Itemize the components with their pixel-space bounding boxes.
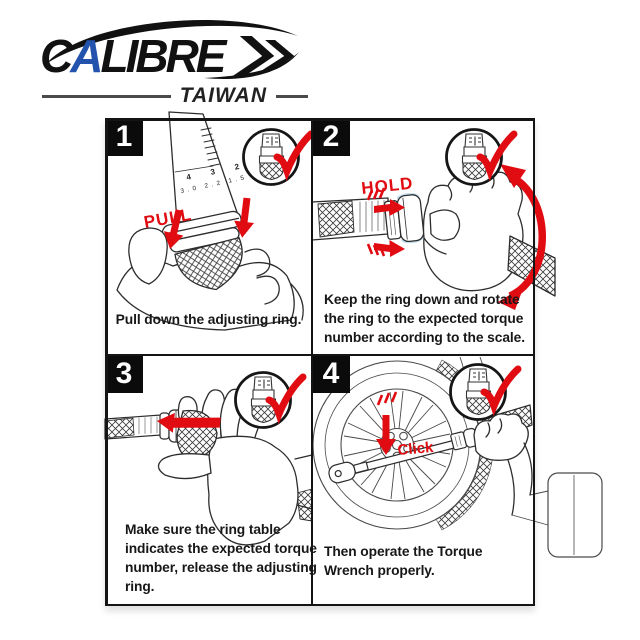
step-2-caption: Keep the ring down and rotate the ring t…: [324, 291, 525, 345]
step-3-caption: Make sure the ring table indicates the e…: [125, 521, 317, 594]
brand-subtitle-row: TAIWAN: [34, 84, 308, 108]
step-2-number: 2: [312, 118, 350, 156]
step-3-illustration: [104, 355, 313, 546]
brand-logo: CALIBRE TAIWAN: [34, 12, 308, 108]
step-1-panel: 4 3 2 3.0 2.2 1.5: [105, 111, 312, 355]
step-3-panel: 3 Make sure the ring table indicates the…: [104, 355, 317, 606]
logo-swoosh-lower: [204, 52, 299, 79]
ring-closeup-inset: [236, 373, 304, 428]
step-1-number: 1: [105, 118, 143, 156]
click-arrow-icon: [376, 391, 398, 455]
brand-subtitle: TAIWAN: [179, 84, 267, 107]
hold-arrows-icon: [366, 187, 405, 257]
step-2-illustration: HOLD: [311, 118, 556, 310]
left-arrow-icon: [157, 412, 221, 433]
adjusting-ring-art: [383, 193, 425, 244]
logo-swoosh: [46, 20, 298, 64]
step-1-caption: Pull down the adjusting ring.: [115, 311, 302, 327]
subtitle-rule-left: [42, 94, 171, 98]
rotate-arrow-icon: [498, 164, 546, 310]
adjusting-ring-art: [161, 210, 243, 291]
step-4-illustration: Click: [312, 356, 603, 558]
subtitle-rule-right: [276, 94, 308, 98]
step-4-panel: Click 4 Then operate the Torque Wrench p…: [312, 355, 603, 606]
hand-art: [116, 259, 304, 331]
step-4-number: 4: [312, 355, 350, 393]
ring-closeup-inset: [244, 130, 312, 185]
brand-name: CALIBRE: [40, 30, 228, 82]
thumb-art: [157, 453, 212, 480]
hand-art: [473, 413, 533, 516]
step-2-panel: HOLD 2 Keep the ring down and rotate the…: [311, 118, 556, 355]
step-3-number: 3: [105, 355, 143, 393]
instruction-grid: 4 3 2 3.0 2.2 1.5: [104, 111, 603, 606]
click-label: Click: [397, 439, 435, 459]
step-1-illustration: 4 3 2 3.0 2.2 1.5: [116, 111, 312, 331]
step-4-caption: Then operate the Torque Wrench properly.: [324, 543, 483, 578]
torque-wrench-art: [104, 409, 313, 522]
